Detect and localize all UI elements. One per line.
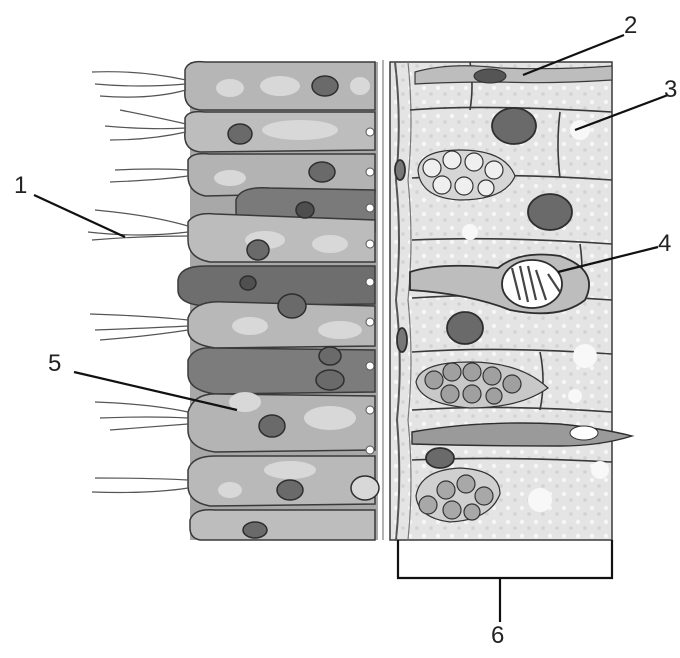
label-2: 2 bbox=[624, 14, 637, 38]
label-5: 5 bbox=[48, 352, 61, 376]
label-1: 1 bbox=[14, 174, 27, 198]
cilia bbox=[88, 72, 188, 493]
right-secretory-cells bbox=[390, 62, 632, 540]
bracket-6 bbox=[398, 540, 612, 622]
label-4: 4 bbox=[658, 232, 671, 256]
label-3: 3 bbox=[664, 78, 677, 102]
left-ciliated-cells bbox=[88, 62, 379, 540]
label-6: 6 bbox=[491, 624, 504, 648]
leader-line-1 bbox=[34, 195, 125, 237]
